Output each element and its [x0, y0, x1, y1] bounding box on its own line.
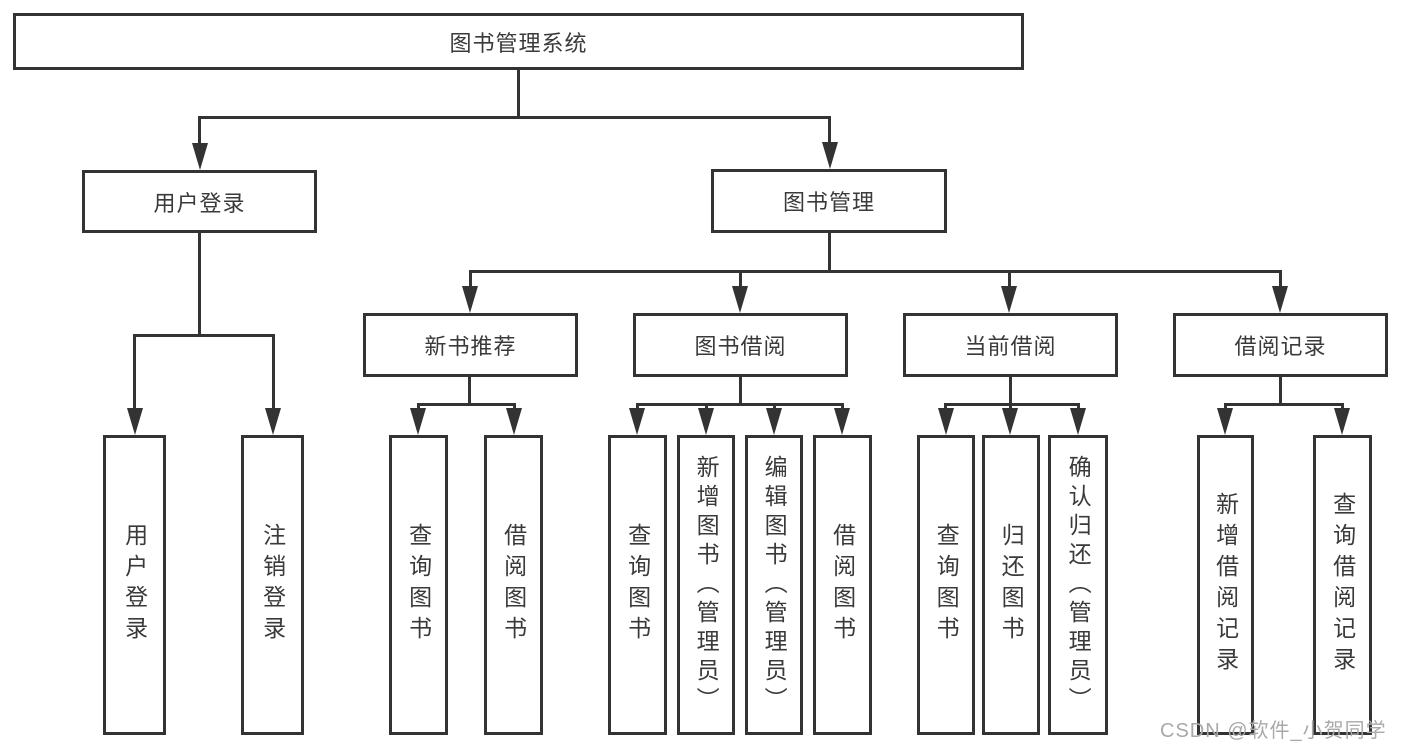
connector-line [636, 403, 639, 412]
leaf-newbooks-query-books-label: 查询图书 [405, 523, 432, 647]
arrow-down-icon [1334, 408, 1350, 435]
connector-line [828, 116, 831, 144]
connector-line [1279, 270, 1282, 288]
arrow-down-icon [629, 408, 645, 435]
connector-line [468, 377, 471, 405]
leaf-newbooks-query-books: 查询图书 [389, 435, 448, 735]
leaf-query-borrow-record-label: 查询借阅记录 [1329, 492, 1356, 678]
leaf-add-books-admin: 新增图书（管理员） [677, 435, 735, 735]
arrow-down-icon [127, 408, 143, 435]
leaf-newbooks-borrow-books: 借阅图书 [484, 435, 543, 735]
leaf-borrowing-query-books: 查询图书 [608, 435, 667, 735]
leaf-borrowing-borrow-books-label: 借阅图书 [829, 523, 856, 647]
leaf-confirm-return-admin-label: 确认归还（管理员） [1065, 454, 1092, 716]
connector-line [739, 270, 742, 288]
arrow-down-icon [1001, 286, 1017, 313]
node-user-login: 用户登录 [82, 170, 317, 233]
node-book-management-label: 图书管理 [782, 190, 875, 215]
arrow-down-icon [192, 143, 208, 170]
leaf-add-books-admin-label: 新增图书（管理员） [693, 454, 720, 716]
node-new-book-recommend: 新书推荐 [363, 313, 578, 377]
leaf-borrowing-query-books-label: 查询图书 [624, 523, 651, 647]
node-root-label: 图书管理系统 [449, 30, 588, 56]
connector-line [517, 70, 520, 119]
arrow-down-icon [265, 408, 281, 435]
arrow-down-icon [462, 286, 478, 313]
leaf-logout: 注销登录 [241, 435, 304, 735]
connector-line [944, 403, 947, 412]
connector-line [773, 403, 776, 412]
leaf-query-borrow-record: 查询借阅记录 [1313, 435, 1372, 735]
connector-line [1224, 403, 1227, 412]
arrow-down-icon [506, 408, 522, 435]
connector-line [198, 233, 201, 336]
leaf-logout-label: 注销登录 [259, 523, 286, 647]
connector-line [513, 403, 516, 412]
node-user-login-label: 用户登录 [153, 190, 246, 216]
connector-line [1009, 377, 1012, 405]
node-new-book-recommend-label: 新书推荐 [424, 334, 517, 359]
arrow-down-icon [732, 286, 748, 313]
arrow-down-icon [410, 408, 426, 435]
node-current-borrowing-label: 当前借阅 [964, 334, 1057, 359]
node-root: 图书管理系统 [13, 13, 1024, 70]
connector-line [1279, 377, 1282, 405]
leaf-current-query-books: 查询图书 [917, 435, 975, 735]
node-current-borrowing: 当前借阅 [903, 313, 1118, 377]
leaf-add-borrow-record-label: 新增借阅记录 [1212, 492, 1239, 678]
arrow-down-icon [1272, 286, 1288, 313]
node-book-borrowing-label: 图书借阅 [694, 334, 787, 359]
node-borrowing-records-label: 借阅记录 [1234, 334, 1327, 359]
leaf-edit-books-admin-label: 编辑图书（管理员） [761, 454, 788, 716]
connector-line [469, 270, 1282, 273]
arrow-down-icon [1070, 408, 1086, 435]
arrow-down-icon [938, 408, 954, 435]
leaf-user-login-label: 用户登录 [121, 523, 148, 647]
leaf-add-borrow-record: 新增借阅记录 [1197, 435, 1254, 735]
connector-line [1009, 403, 1012, 412]
arrow-down-icon [698, 408, 714, 435]
watermark: CSDN @软件_小贺同学 [1160, 720, 1387, 742]
connector-line [417, 403, 516, 406]
leaf-return-books: 归还图书 [982, 435, 1040, 735]
node-borrowing-records: 借阅记录 [1173, 313, 1388, 377]
connector-line [739, 377, 742, 405]
connector-line [1008, 270, 1011, 288]
leaf-confirm-return-admin: 确认归还（管理员） [1048, 435, 1108, 735]
connector-line [133, 334, 136, 410]
arrow-down-icon [822, 142, 838, 169]
leaf-newbooks-borrow-books-label: 借阅图书 [500, 523, 527, 647]
connector-line [1341, 403, 1344, 412]
arrow-down-icon [1217, 408, 1233, 435]
arrow-down-icon [766, 408, 782, 435]
connector-line [1077, 403, 1080, 412]
connector-line [272, 334, 275, 410]
connector-line [198, 116, 201, 145]
leaf-edit-books-admin: 编辑图书（管理员） [745, 435, 803, 735]
leaf-borrowing-borrow-books: 借阅图书 [813, 435, 872, 735]
connector-line [198, 116, 831, 119]
arrow-down-icon [834, 408, 850, 435]
connector-line [705, 403, 708, 412]
connector-line [417, 403, 420, 412]
arrow-down-icon [1002, 408, 1018, 435]
connector-line [828, 233, 831, 272]
leaf-user-login: 用户登录 [103, 435, 166, 735]
leaf-current-query-books-label: 查询图书 [933, 523, 960, 647]
connector-line [944, 403, 1080, 406]
connector-line [841, 403, 844, 412]
connector-line [636, 403, 844, 406]
connector-line [469, 270, 472, 288]
leaf-return-books-label: 归还图书 [998, 523, 1025, 647]
node-book-borrowing: 图书借阅 [633, 313, 848, 377]
connector-line [133, 334, 275, 337]
node-book-management: 图书管理 [711, 169, 947, 233]
connector-line [1224, 403, 1344, 406]
